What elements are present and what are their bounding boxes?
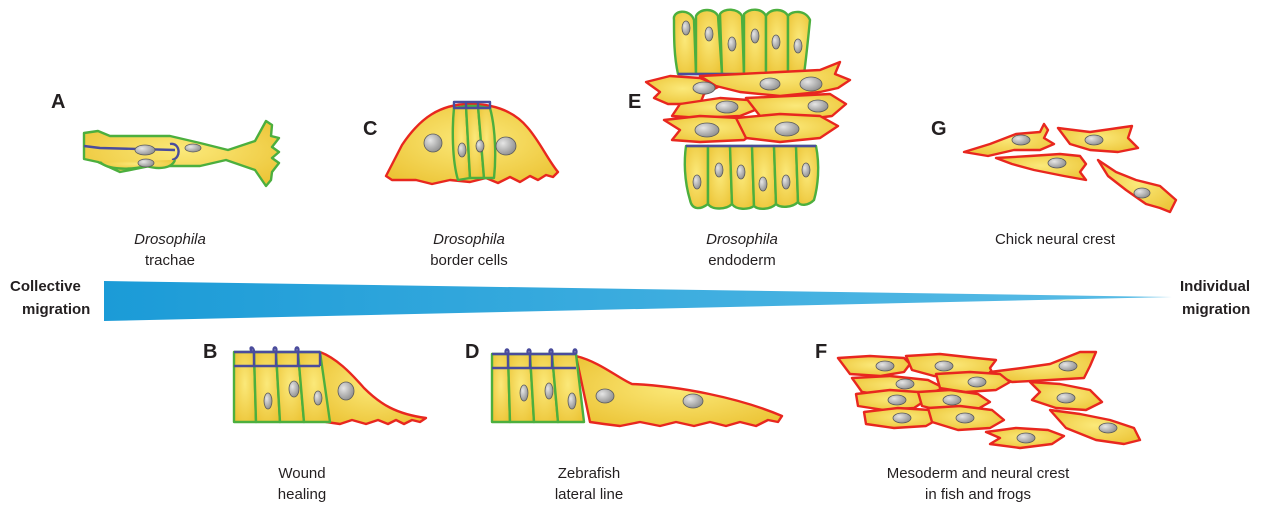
panel-c-caption-italic: Drosophila [433, 231, 505, 248]
panel-c-caption: border cells [430, 252, 508, 269]
collective-label-line1: Collective [10, 278, 81, 295]
panel-a-caption: trachae [145, 252, 195, 269]
collective-individual-gradient-bar [104, 281, 1172, 321]
panel-f-mesoderm-cells [838, 352, 1140, 448]
panel-e-letter: E [628, 91, 641, 113]
panel-e-caption-italic: Drosophila [706, 231, 778, 248]
collective-label-line2: migration [22, 301, 90, 318]
panel-g-neural-crest-cells [964, 124, 1176, 212]
panel-b-caption-line2: healing [278, 486, 326, 503]
panel-f-caption-line2: in fish and frogs [925, 486, 1031, 503]
panel-d-caption-line1: Zebrafish [558, 465, 621, 482]
panel-a-caption-italic: Drosophila [134, 231, 206, 248]
panel-d-letter: D [465, 341, 479, 363]
panel-e-endoderm-cells [646, 10, 850, 209]
panel-b-caption-line1: Wound [278, 465, 325, 482]
individual-label-line1: Individual [1180, 278, 1250, 295]
panel-g-letter: G [931, 118, 947, 140]
panel-c-letter: C [363, 118, 377, 140]
panel-d-lateral-line-cells [492, 350, 782, 427]
panel-d-caption-line2: lateral line [555, 486, 623, 503]
panel-b-letter: B [203, 341, 217, 363]
panel-f-caption-line1: Mesoderm and neural crest [887, 465, 1070, 482]
panel-b-wound-healing-cells [234, 348, 426, 425]
panel-a-tracheal-cells [84, 121, 279, 186]
panel-g-caption: Chick neural crest [995, 231, 1116, 248]
individual-label-line2: migration [1182, 301, 1250, 318]
panel-e-caption: endoderm [708, 252, 776, 269]
panel-a-letter: A [51, 91, 65, 113]
panel-c-border-cell-cluster [386, 102, 558, 184]
panel-f-letter: F [815, 341, 827, 363]
